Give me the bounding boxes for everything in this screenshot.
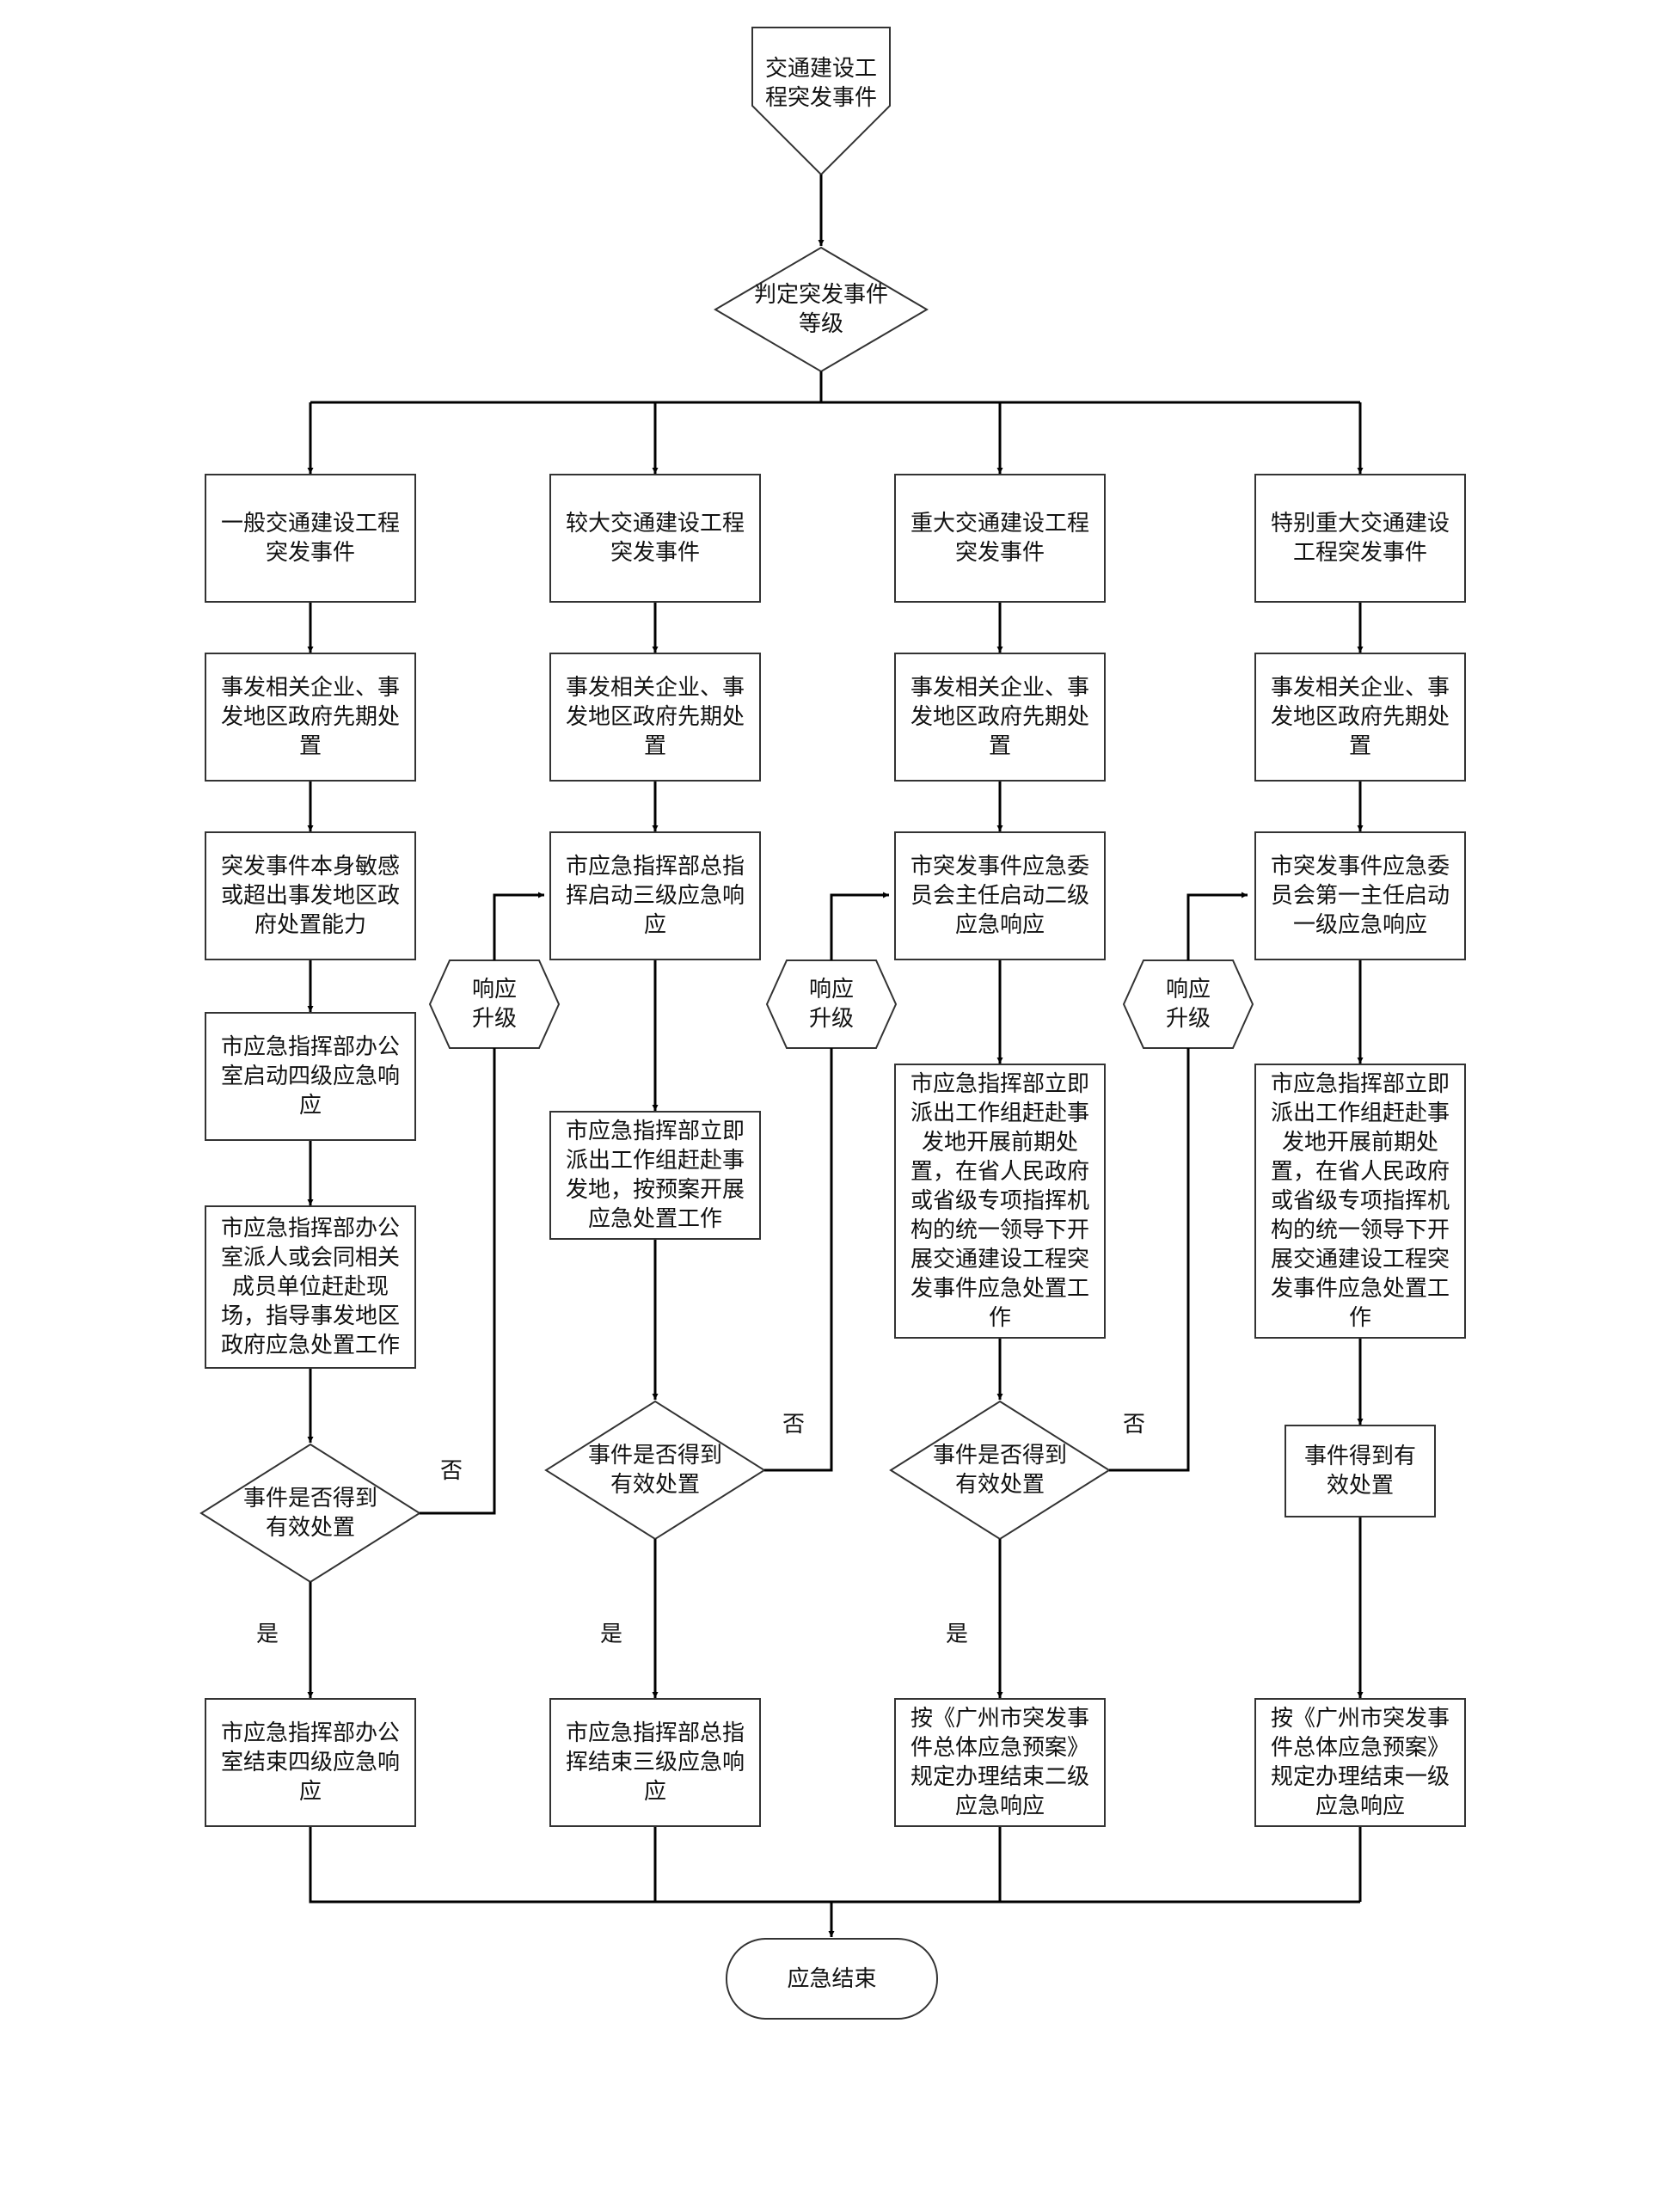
first-response-box-3: 事发相关企业、事 发地区政府先期处 置 [894, 653, 1106, 782]
handled-box-4: 事件得到有 效处置 [1285, 1425, 1436, 1517]
upgrade-hexagon-3 [1122, 959, 1254, 1049]
first-response-box-1: 事发相关企业、事 发地区政府先期处 置 [205, 653, 416, 782]
decision-text-3: 事件是否得到 有效处置 [932, 1443, 1067, 1498]
first-response-box-4: 事发相关企业、事 发地区政府先期处 置 [1254, 653, 1466, 782]
upgrade-text-2: 响应 升级 [808, 977, 854, 1032]
decision-text-1: 事件是否得到 有效处置 [242, 1486, 377, 1541]
no-label-2: 否 [782, 1412, 806, 1438]
finish-box-3: 按《广州市突发事 件总体应急预案》 规定办理结束二级 应急响应 [894, 1698, 1106, 1827]
level-large-box: 较大交通建设工程 突发事件 [549, 474, 761, 603]
judge-node: 判定突发事件 等级 [753, 282, 888, 337]
level-major-box: 重大交通建设工程 突发事件 [894, 474, 1106, 603]
first-response-box-2: 事发相关企业、事 发地区政府先期处 置 [549, 653, 761, 782]
condition-box-1: 突发事件本身敏感 或超出事发地区政 府处置能力 [205, 831, 416, 960]
level-extra-major-box: 特别重大交通建设 工程突发事件 [1254, 474, 1466, 603]
start-response-box-2: 市应急指挥部总指 挥启动三级应急响 应 [549, 831, 761, 960]
start-shape [751, 27, 891, 176]
no-label-1: 否 [440, 1458, 463, 1484]
finish-box-2: 市应急指挥部总指 挥结束三级应急响 应 [549, 1698, 761, 1827]
decision-text-2: 事件是否得到 有效处置 [587, 1443, 722, 1498]
upgrade-hexagon-2 [765, 959, 898, 1049]
yes-label-3: 是 [946, 1622, 969, 1647]
yes-label-1: 是 [256, 1622, 279, 1647]
upgrade-text-1: 响应 升级 [471, 977, 517, 1032]
end-node: 应急结束 [787, 1965, 877, 1992]
start-response-box-4: 市突发事件应急委 员会第一主任启动 一级应急响应 [1254, 831, 1466, 960]
start-node: 交通建设工 程突发事件 [764, 56, 877, 111]
upgrade-text-3: 响应 升级 [1165, 977, 1211, 1032]
start-response-box-3: 市突发事件应急委 员会主任启动二级 应急响应 [894, 831, 1106, 960]
action-box-4: 市应急指挥部立即 派出工作组赶赴事 发地开展前期处 置，在省人民政府 或省级专项… [1254, 1064, 1466, 1339]
end-terminator [726, 1938, 938, 2020]
yes-label-2: 是 [600, 1622, 623, 1647]
start-response-box-1: 市应急指挥部办公 室启动四级应急响 应 [205, 1012, 416, 1141]
action-box-1: 市应急指挥部办公 室派人或会同相关 成员单位赶赴现 场，指导事发地区 政府应急处… [205, 1205, 416, 1369]
level-general-box: 一般交通建设工程 突发事件 [205, 474, 416, 603]
finish-box-4: 按《广州市突发事 件总体应急预案》 规定办理结束一级 应急响应 [1254, 1698, 1466, 1827]
finish-box-1: 市应急指挥部办公 室结束四级应急响 应 [205, 1698, 416, 1827]
action-box-3: 市应急指挥部立即 派出工作组赶赴事 发地开展前期处 置，在省人民政府 或省级专项… [894, 1064, 1106, 1339]
action-box-2: 市应急指挥部立即 派出工作组赶赴事 发地，按预案开展 应急处置工作 [549, 1111, 761, 1240]
no-label-3: 否 [1123, 1412, 1146, 1438]
upgrade-hexagon-1 [428, 959, 561, 1049]
